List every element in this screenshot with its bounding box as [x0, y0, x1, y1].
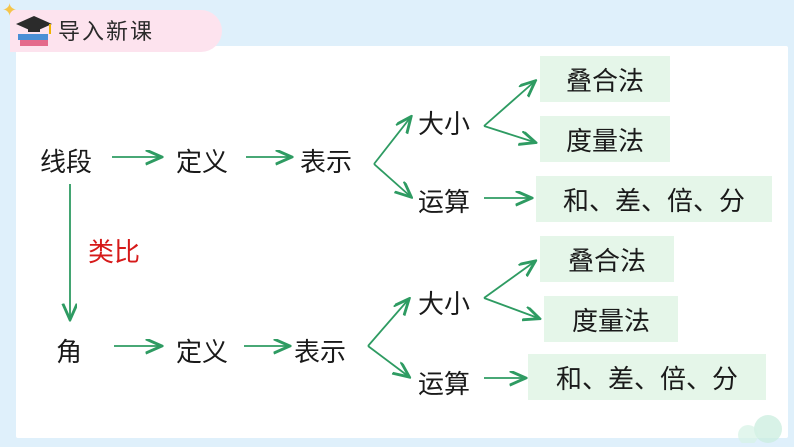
- box-method-1-b: 叠合法: [540, 236, 674, 282]
- node-size: 大小: [418, 110, 471, 140]
- sparkle-icon: ✦: [2, 0, 18, 21]
- analogy-label: 类比: [88, 238, 141, 268]
- box-operations-b: 和、差、倍、分: [528, 354, 766, 400]
- arrow-represent2-to-operation2: [367, 345, 408, 376]
- node-segment: 线段: [40, 148, 93, 178]
- arrow-size2-to-method2: [483, 297, 538, 318]
- node-angle: 角: [56, 338, 83, 368]
- arrow-represent2-to-size2: [367, 300, 408, 347]
- node-size-2: 大小: [418, 290, 471, 320]
- arrow-represent-to-operation: [373, 163, 410, 196]
- arrow-size2-to-method1: [483, 262, 534, 299]
- node-represent: 表示: [300, 148, 353, 178]
- box-method-2: 度量法: [540, 116, 670, 162]
- box-operations: 和、差、倍、分: [536, 176, 772, 222]
- node-operation-2: 运算: [418, 370, 471, 400]
- corner-decoration: [738, 415, 782, 443]
- arrow-size-to-method1: [483, 82, 534, 127]
- node-operation: 运算: [418, 188, 471, 218]
- arrow-size-to-method2: [483, 125, 534, 142]
- node-define-2: 定义: [176, 338, 229, 368]
- graduation-cap-books-icon: [16, 16, 52, 46]
- box-method-2-b: 度量法: [544, 296, 678, 342]
- arrow-represent-to-size: [373, 118, 410, 165]
- header-title: 导入新课: [58, 20, 155, 45]
- node-represent-2: 表示: [294, 338, 347, 368]
- node-define: 定义: [176, 148, 229, 178]
- box-method-1: 叠合法: [540, 56, 670, 102]
